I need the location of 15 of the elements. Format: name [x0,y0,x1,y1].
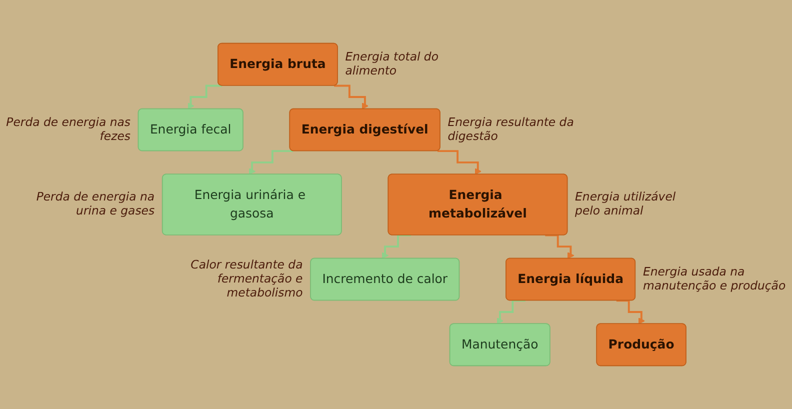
arrow [382,234,412,259]
node-caption: Energia resultante da digestão [448,114,574,143]
arrow [496,300,526,324]
node-caption: Perda de energia nas fezes [6,114,130,143]
arrow [248,150,293,175]
node-caption: Energia usada na manutenção e produção [642,264,786,292]
node-caption: Calor resultante da fermentação e metabolismo [190,257,303,300]
arrow [545,234,574,259]
arrow [437,150,482,175]
arrow [616,300,645,324]
node-caption: Energia total do alimento [345,49,438,78]
arrow [187,84,222,110]
node-caption: Energia utilizável pelo animal [575,190,676,218]
arrow [334,84,369,110]
node-caption: Perda de energia na urina e gases [36,190,155,218]
